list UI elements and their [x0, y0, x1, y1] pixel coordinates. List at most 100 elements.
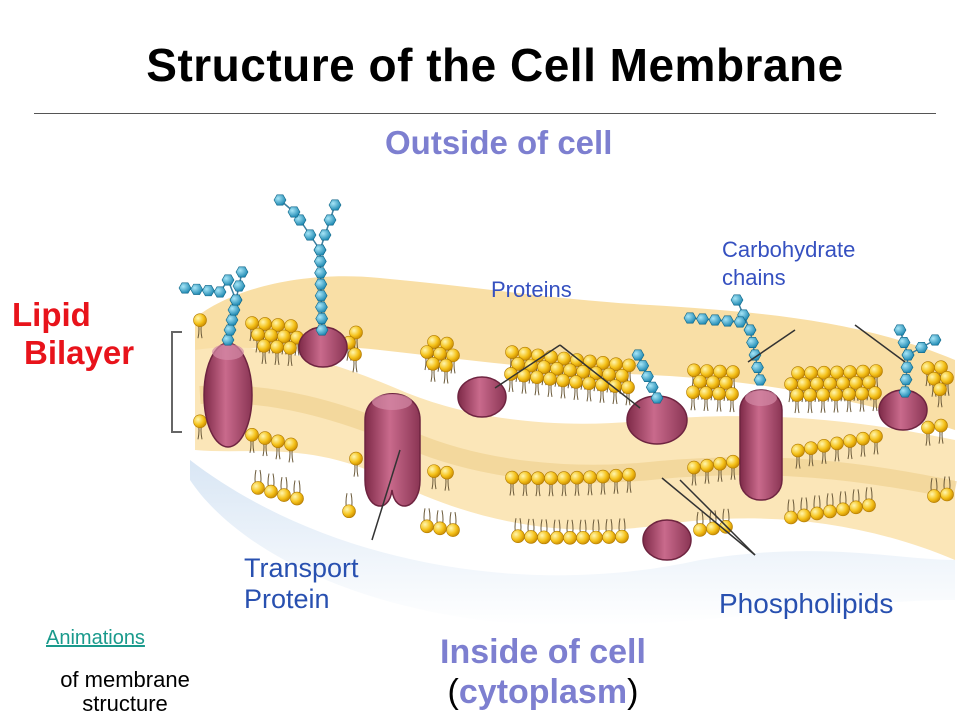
protein-middle	[457, 376, 507, 418]
phospholipid	[277, 476, 291, 502]
phospholipids-pointer-1	[661, 477, 756, 556]
phospholipid	[817, 438, 831, 464]
phospholipids-pointer-2	[679, 479, 756, 556]
phospholipid	[869, 429, 883, 455]
phospholipid	[427, 464, 441, 490]
phospholipid	[576, 519, 590, 545]
phospholipid	[829, 387, 843, 413]
phospholipid	[550, 361, 564, 387]
pointer-lines	[371, 324, 906, 556]
phospholipid	[270, 340, 284, 365]
sugar-chain	[683, 312, 747, 328]
phospholipid	[784, 499, 798, 525]
phospholipid	[862, 375, 876, 401]
proteins-pointer-left	[494, 344, 561, 389]
protein-bottom	[642, 519, 692, 561]
phospholipid	[855, 386, 869, 412]
sugar-chain	[893, 324, 915, 361]
phospholipid	[264, 473, 278, 499]
phospholipid	[810, 495, 824, 521]
phospholipid	[849, 489, 863, 515]
phospholipid	[843, 434, 857, 460]
proteins-pointer-right	[559, 344, 641, 409]
phospholipid	[608, 379, 622, 405]
animations-link[interactable]: Animations	[46, 627, 145, 649]
phospholipid	[283, 341, 297, 367]
phospholipid	[933, 382, 947, 408]
phospholipid	[622, 467, 636, 493]
sugar-chain	[273, 194, 327, 256]
inside-of-cell-label: Inside of cell (cytoplasm)	[440, 632, 646, 712]
phospholipid	[862, 487, 876, 513]
cytoplasm-word: cytoplasm	[458, 673, 628, 711]
transport-label-line2: Protein	[244, 584, 330, 614]
phospholipid	[934, 418, 948, 444]
sugar-chain	[631, 349, 664, 404]
phospholipid	[816, 387, 830, 413]
phospholipid	[842, 387, 856, 413]
caption-line1: of membrane	[60, 667, 190, 692]
phospholipid	[271, 434, 285, 460]
phospholipid	[797, 497, 811, 523]
lipid-label-line2: Bilayer	[24, 334, 135, 371]
carbohydrate-label-line1: Carbohydrate	[722, 237, 856, 262]
phospholipid	[570, 470, 584, 496]
transport-protein-left	[203, 342, 253, 448]
phospholipid	[193, 313, 207, 339]
phospholipid	[726, 454, 740, 480]
phospholipid	[804, 441, 818, 467]
phospholipid	[290, 480, 304, 506]
phospholipid	[446, 511, 460, 537]
page-title: Structure of the Cell Membrane	[146, 39, 844, 91]
transport-label-line1: Transport	[244, 553, 359, 583]
phospholipid	[713, 456, 727, 482]
outside-of-cell-label: Outside of cell	[385, 124, 613, 161]
membrane-top-surface	[195, 276, 955, 430]
phospholipid	[582, 376, 596, 402]
title-divider	[34, 113, 936, 114]
inside-label-line1: Inside of cell	[440, 633, 646, 671]
phospholipid	[868, 386, 882, 412]
sugar-chain	[178, 274, 243, 306]
phospholipid	[342, 493, 356, 519]
phospholipid	[823, 493, 837, 519]
phospholipid	[348, 347, 362, 373]
phospholipid	[563, 519, 577, 545]
phospholipid	[589, 519, 603, 545]
animations-caption: of membrane structure	[0, 668, 250, 716]
phospholipid	[856, 431, 870, 457]
transport-pointer	[371, 449, 401, 541]
phospholipid	[621, 380, 635, 406]
phospholipid	[686, 385, 700, 411]
carbohydrate-chains	[178, 194, 942, 404]
phospholipid	[790, 388, 804, 414]
phospholipid	[927, 477, 941, 503]
phospholipid	[583, 470, 597, 496]
phospholipid	[251, 469, 265, 495]
phospholipid	[596, 469, 610, 495]
phospholipid	[719, 376, 733, 401]
phospholipid	[505, 470, 519, 496]
phospholipid	[706, 510, 720, 536]
phospholipid	[440, 465, 454, 491]
proteins-label: Proteins	[491, 277, 572, 302]
phospholipid	[258, 431, 272, 457]
phospholipid	[803, 388, 817, 414]
carbohydrate-label-line2: chains	[722, 265, 786, 290]
phospholipid	[433, 510, 447, 536]
transport-protein-right	[739, 389, 783, 501]
inside-label-line2: (cytoplasm)	[447, 673, 639, 711]
phospholipid	[699, 386, 713, 412]
phospholipid	[784, 377, 798, 403]
phospholipid	[531, 471, 545, 497]
lipid-label-line1: Lipid	[12, 296, 91, 333]
caption-line2: structure	[82, 691, 168, 716]
phospholipid	[524, 518, 538, 544]
phospholipid	[921, 361, 935, 387]
phospholipid	[440, 336, 454, 362]
phospholipid	[687, 460, 701, 486]
phospholipid	[791, 443, 805, 469]
phospholipid	[439, 358, 453, 384]
phospholipid	[836, 491, 850, 517]
